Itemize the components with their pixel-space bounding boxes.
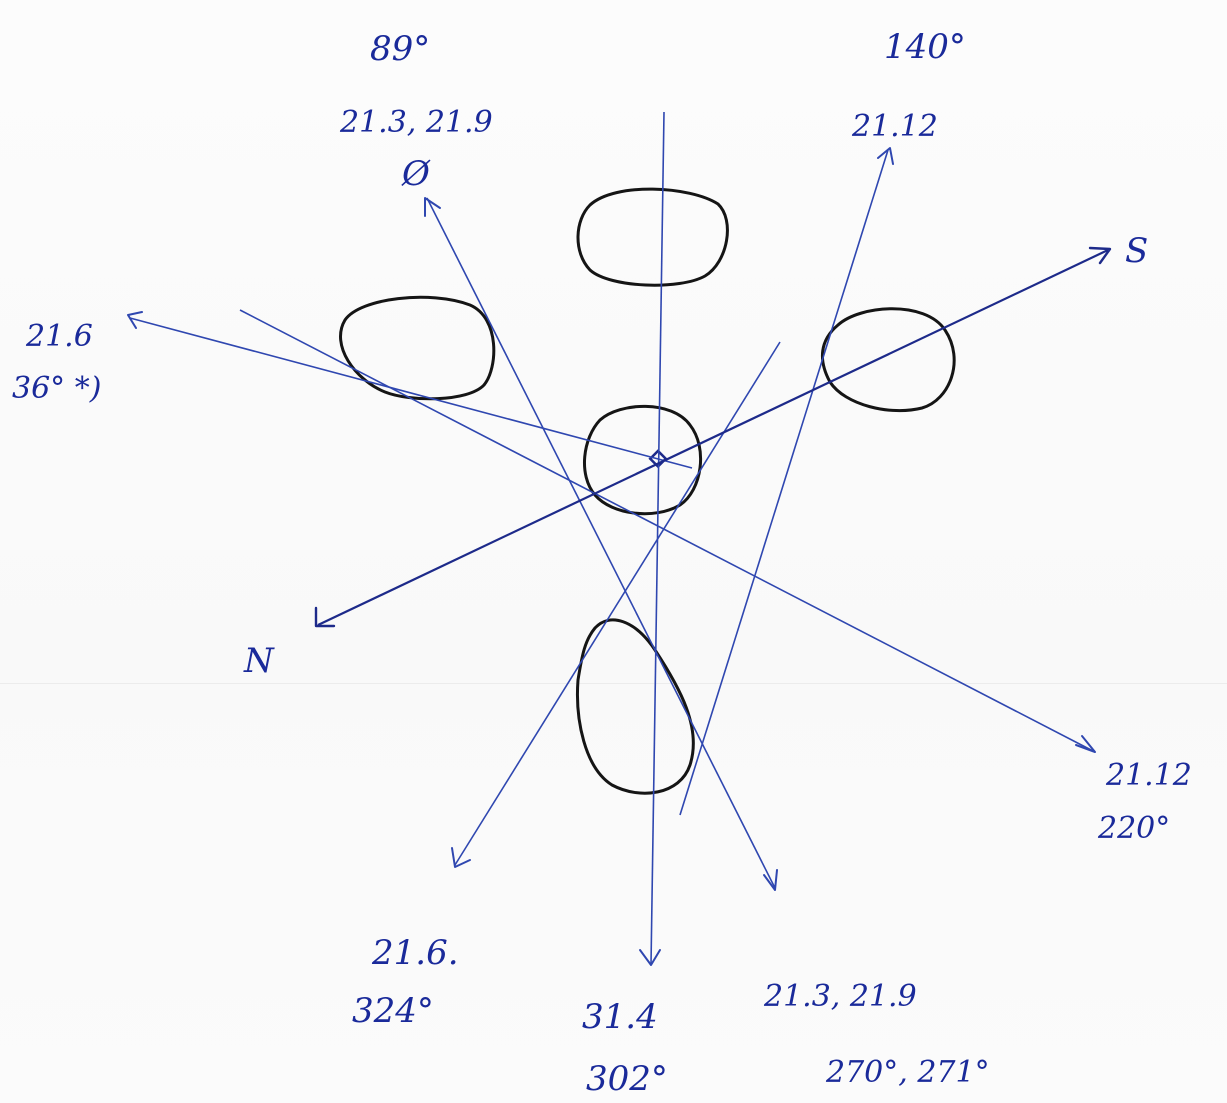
ray-west-head	[127, 311, 143, 329]
label-bottom-right-angle: 270°, 271°	[825, 1055, 990, 1090]
stone-east	[820, 307, 956, 413]
label-west-angle: 36° *)	[12, 371, 101, 406]
label-top-right-angle: 140°	[884, 27, 966, 67]
ray-north-west-up	[426, 197, 776, 889]
ray-north-west-up-head-bottom	[763, 869, 778, 891]
label-bottom-right-temp: 21.3, 21.9	[763, 979, 917, 1014]
label-right-angle: 220°	[1097, 811, 1170, 846]
paper-fold-line	[0, 683, 1227, 684]
ray-northeast-head	[877, 147, 894, 165]
label-east-direction: S	[1125, 231, 1148, 271]
stone-south	[576, 618, 695, 795]
stone-west	[339, 295, 496, 401]
label-right-temp: 21.12	[1105, 758, 1192, 793]
ray-s-head	[1088, 246, 1112, 265]
label-top-left-temp: 21.3, 21.9	[339, 105, 493, 140]
label-bottom-left-angle: 324°	[352, 991, 434, 1031]
ray-n-head	[314, 606, 336, 628]
ray-west	[129, 317, 693, 469]
ray-southwest-head	[451, 847, 471, 868]
label-bottom-left-temp: 21.6.	[371, 933, 459, 973]
ray-southwest	[454, 341, 781, 866]
label-top-left-mark: Ø	[401, 154, 431, 194]
label-bottom-center-angle: 302°	[586, 1059, 668, 1099]
label-southwest-direction: N	[243, 641, 275, 681]
ray-n-s-axis	[317, 249, 1109, 626]
label-top-right-temp: 21.12	[851, 109, 938, 144]
stone-top	[576, 187, 729, 287]
stone-center	[583, 404, 703, 516]
ray-southeast	[239, 309, 1096, 753]
label-west-temp: 21.6	[25, 319, 93, 354]
label-bottom-center-temp: 31.4	[582, 997, 658, 1037]
ray-north-west-up-head-top	[424, 197, 441, 217]
label-top-left-angle: 89°	[370, 29, 430, 69]
ray-southeast-head	[1075, 735, 1096, 753]
ray-vertical-head	[639, 949, 661, 966]
ray-northeast	[679, 149, 889, 816]
